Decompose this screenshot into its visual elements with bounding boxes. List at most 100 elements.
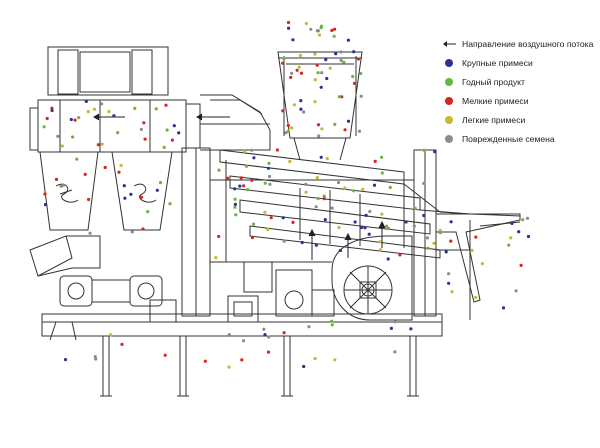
grain-dot [298, 53, 302, 58]
grain-dot [367, 232, 371, 236]
grain-dot [43, 192, 47, 196]
grain-dot [241, 339, 246, 343]
grain-dot [302, 364, 306, 369]
grain-dot [474, 295, 478, 299]
grain-dot [380, 171, 384, 175]
grain-dot [299, 99, 303, 103]
grain-dot [438, 231, 442, 235]
grain-dot [146, 210, 150, 214]
grain-dot [291, 220, 295, 224]
grain-dot [92, 107, 97, 111]
grain-dot [263, 333, 267, 337]
grain-dot [86, 110, 90, 114]
grain-dot [336, 180, 341, 185]
grain-dot [140, 195, 144, 199]
lower-mechanisms [210, 261, 335, 323]
grain-dot [288, 159, 292, 164]
grain-dot [319, 85, 323, 89]
grain-dot [75, 157, 79, 161]
grain-dot [269, 216, 273, 220]
grain-dot [339, 58, 343, 63]
grain-dot [71, 135, 75, 139]
grain-dot [250, 236, 254, 240]
grain-dot [380, 155, 384, 159]
grain-dot [233, 202, 237, 206]
grain-dot [286, 129, 290, 133]
legend-dot-icon [445, 134, 453, 143]
grain-dot [319, 26, 323, 30]
grain-dot [172, 124, 176, 128]
grain-dot [474, 235, 478, 239]
grain-dot [281, 109, 285, 113]
grain-dot [297, 65, 301, 69]
grain-dot [510, 221, 514, 225]
air-flow-arrows [93, 113, 230, 121]
grain-dot [61, 183, 65, 187]
grain-dot [268, 182, 272, 186]
legend-label: Поврежденные семена [462, 133, 555, 144]
grain-dot [339, 50, 343, 54]
grain-dot [242, 149, 246, 153]
grain-dot [88, 231, 92, 235]
grain-dot [330, 323, 334, 327]
grain-dot [129, 192, 133, 196]
legend-label: Годный продукт [462, 76, 525, 87]
legend: Направление воздушного потока Крупные пр… [442, 34, 598, 148]
grain-dot [238, 184, 242, 188]
grain-dot [117, 170, 121, 174]
grain-particles [42, 20, 531, 369]
grain-dot [286, 20, 291, 25]
grain-dot [94, 357, 98, 361]
grain-dot [69, 117, 73, 122]
grain-dot [42, 125, 46, 129]
grain-dot [304, 21, 308, 26]
grain-dot [87, 197, 91, 202]
grain-dot [320, 71, 324, 75]
legend-dot-icon [445, 58, 453, 67]
aspirator-chamber [29, 94, 271, 153]
grain-dot [378, 240, 382, 244]
grain-dot [514, 289, 518, 293]
grain-dot [342, 60, 346, 64]
grain-dot [519, 263, 523, 267]
grain-dot [84, 99, 88, 103]
grain-dot [300, 240, 304, 245]
grain-dot [313, 357, 317, 361]
grain-dot [100, 142, 104, 146]
grain-dot [343, 186, 347, 190]
grain-dot [343, 128, 347, 132]
arrow-left-icon [443, 40, 456, 47]
feed-hopper [277, 51, 363, 161]
grain-dot [302, 110, 306, 114]
grain-dot [324, 58, 328, 62]
grain-dot [378, 248, 382, 252]
grain-dot [281, 61, 285, 65]
grain-dot [83, 172, 87, 176]
grain-dot [299, 71, 304, 75]
grain-dot [313, 52, 317, 56]
grain-dot [316, 71, 320, 75]
grain-dot [325, 157, 329, 161]
grain-dot [50, 106, 54, 110]
legend-label: Легкие примеси [462, 114, 526, 125]
grain-dot [450, 290, 454, 294]
legend-item-large: Крупные примеси [442, 53, 598, 72]
grain-dot [330, 206, 334, 210]
grain-dot [154, 107, 158, 111]
grain-dot [267, 161, 271, 165]
grain-dot [246, 188, 250, 192]
grain-dot [388, 185, 392, 190]
grain-dot [263, 210, 267, 214]
grain-dot [250, 148, 254, 152]
legend-air-label: Направление воздушного потока [462, 38, 594, 49]
grain-dot [203, 359, 207, 363]
grain-dot [119, 163, 123, 168]
grain-dot [368, 209, 372, 214]
grain-dot [315, 176, 319, 180]
fan-motors [59, 275, 177, 323]
grain-dot [103, 165, 107, 170]
grain-dot [107, 109, 111, 114]
right-side-supports [436, 220, 471, 320]
grain-dot [315, 63, 319, 67]
grain-dot [526, 234, 531, 239]
